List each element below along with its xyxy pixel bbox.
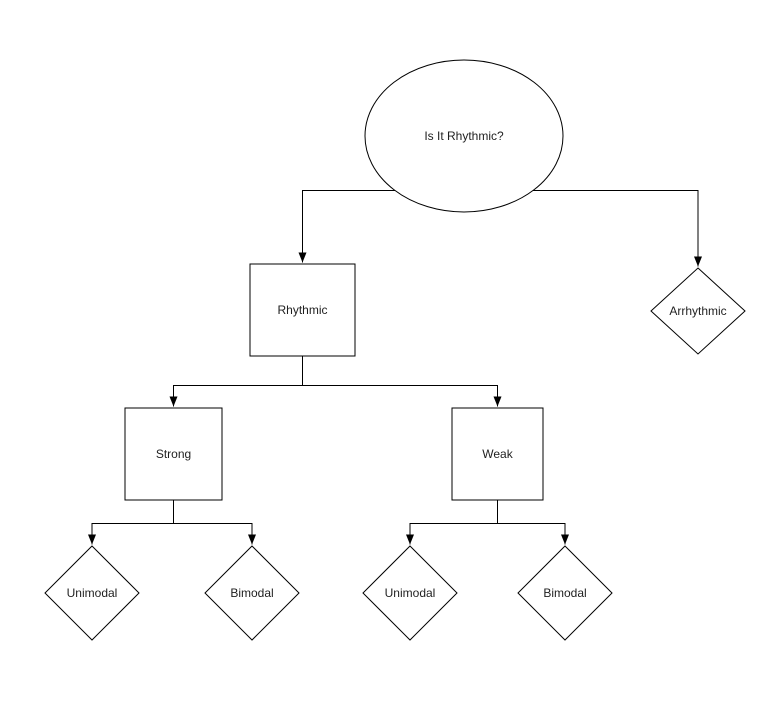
edge-root-rhythmic: [298, 190, 396, 263]
node-root-ellipse: [364, 59, 564, 213]
node-weak-bimodal-label: Bimodal: [543, 586, 586, 600]
node-weak-unimodal-diamond: [362, 545, 458, 641]
node-arrhythmic-diamond: [650, 267, 746, 355]
node-strong-unimodal-diamond: [44, 545, 140, 641]
edge-strong-unimodal: [88, 500, 174, 545]
edge-strong-bimodal: [173, 500, 256, 545]
node-weak-label: Weak: [482, 447, 513, 461]
edge-weak-bimodal: [497, 500, 569, 545]
edge-rhythmic-strong: [169, 356, 303, 407]
node-weak-unimodal-label: Unimodal: [385, 586, 436, 600]
node-strong-rect: [124, 407, 223, 501]
node-arrhythmic-label: Arrhythmic: [669, 304, 726, 318]
node-weak-bimodal-diamond: [517, 545, 613, 641]
node-strong-bimodal-diamond: [204, 545, 300, 641]
edge-weak-unimodal: [406, 500, 498, 545]
node-strong-bimodal-label: Bimodal: [230, 586, 273, 600]
node-rhythmic-label: Rhythmic: [277, 303, 327, 317]
node-strong-label: Strong: [156, 447, 191, 461]
node-rhythmic-rect: [249, 263, 356, 357]
edge-rhythmic-weak: [302, 356, 502, 407]
node-strong-unimodal-label: Unimodal: [67, 586, 118, 600]
node-root-label: Is It Rhythmic?: [424, 129, 504, 143]
edge-root-arrhythmic: [532, 190, 702, 267]
node-weak-rect: [451, 407, 544, 501]
